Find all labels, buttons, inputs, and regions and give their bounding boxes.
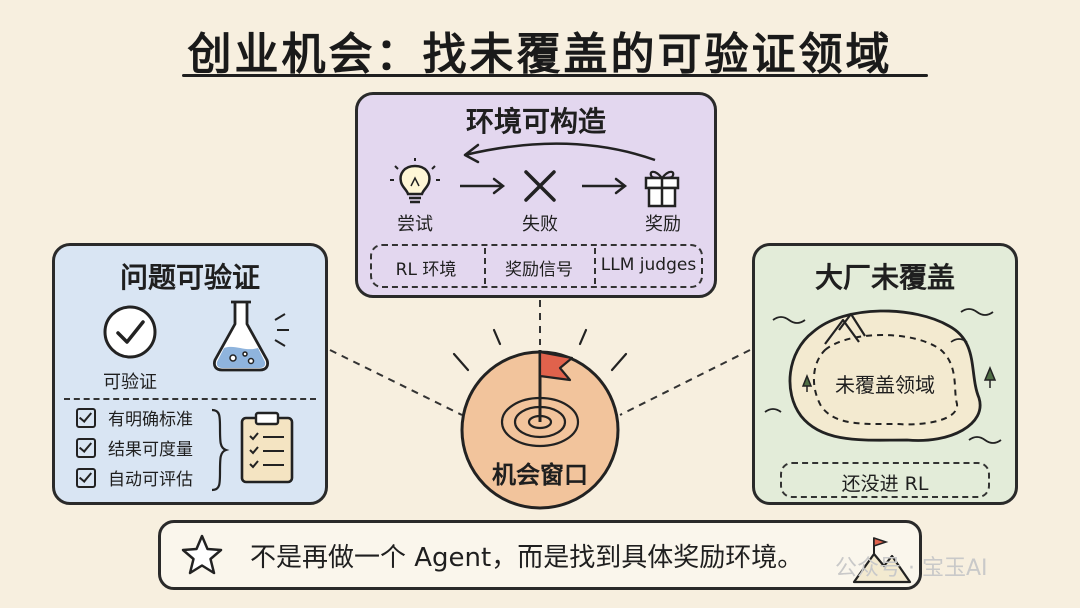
checkmark-circle-icon xyxy=(103,305,157,359)
clipboard-icon xyxy=(240,411,294,484)
top-tags-box xyxy=(370,244,703,288)
criteria-item: 有明确标准 xyxy=(76,408,193,432)
step-try-label: 尝试 xyxy=(397,214,433,235)
mountain-flag-icon xyxy=(852,536,912,584)
tag-rl-env: RL 环境 xyxy=(395,260,457,280)
center-rays xyxy=(452,328,628,372)
conclusion-text: 不是再做一个 Agent，而是找到具体奖励环境。 xyxy=(250,543,804,573)
left-panel xyxy=(52,243,328,505)
star-icon xyxy=(181,534,223,575)
brace-icon xyxy=(211,408,230,492)
step-fail-label: 失败 xyxy=(522,214,558,235)
connector-left xyxy=(329,349,463,416)
page-title: 创业机会：找未覆盖的可验证领域 xyxy=(187,29,893,80)
arrow-right-icon xyxy=(582,177,628,195)
cross-icon xyxy=(524,170,556,202)
left-panel-title: 问题可验证 xyxy=(119,261,260,294)
opportunity-window-label: 机会窗口 xyxy=(492,461,588,489)
target-flag-icon xyxy=(460,350,620,510)
step-reward-label: 奖励 xyxy=(645,214,681,235)
checkbox-icon xyxy=(76,438,96,458)
cycle-arrow xyxy=(463,142,656,164)
checkbox-icon xyxy=(76,408,96,428)
right-tag-box xyxy=(780,462,990,498)
lightbulb-icon xyxy=(390,158,440,204)
tag-llm-judges: LLM judges xyxy=(600,255,697,275)
top-panel-title: 环境可构造 xyxy=(465,105,606,138)
bottom-banner xyxy=(158,520,922,590)
left-divider xyxy=(64,398,316,400)
gift-icon xyxy=(644,170,680,208)
tag-divider xyxy=(594,248,596,284)
right-panel-title: 大厂未覆盖 xyxy=(814,261,955,294)
island-map-icon xyxy=(764,308,1002,444)
criteria-item: 结果可度量 xyxy=(76,438,193,462)
flask-icon xyxy=(213,300,289,372)
arrow-right-icon xyxy=(460,177,506,195)
not-in-rl-tag: 还没进 RL xyxy=(841,473,929,495)
criteria-item: 自动可评估 xyxy=(76,468,193,492)
island-label: 未覆盖领域 xyxy=(835,373,935,397)
tag-reward-signal: 奖励信号 xyxy=(505,260,573,280)
tag-divider xyxy=(484,248,486,284)
title-underline xyxy=(182,74,928,77)
verifiable-label: 可验证 xyxy=(103,372,157,393)
connector-right xyxy=(619,349,751,416)
checkbox-icon xyxy=(76,468,96,488)
watermark: 公众号 · 宝玉AI xyxy=(835,556,988,581)
